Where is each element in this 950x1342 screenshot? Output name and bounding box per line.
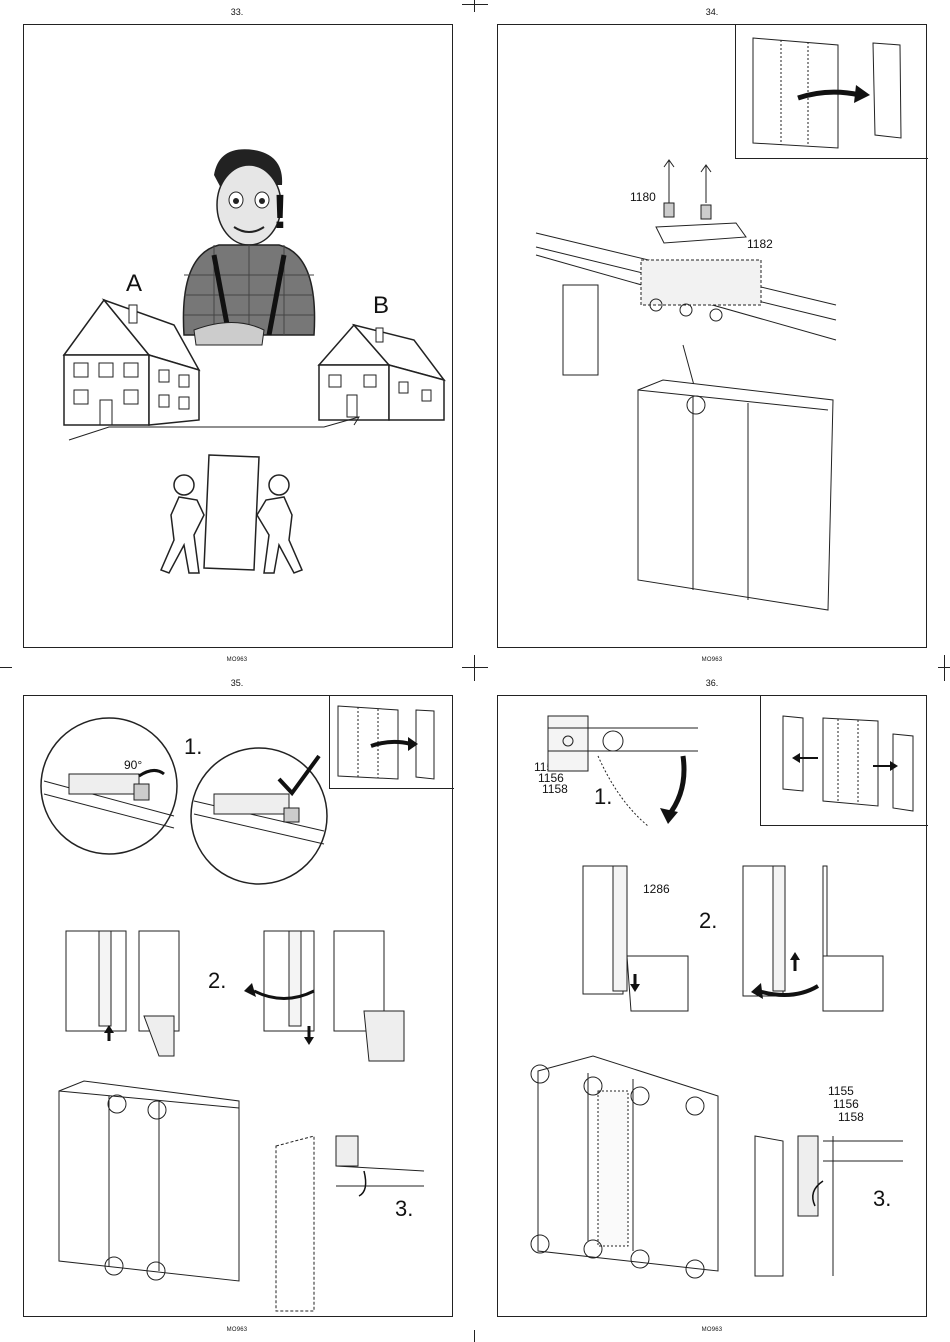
wardrobe-icon: [54, 1076, 244, 1286]
exclamation-mark: !: [272, 185, 288, 240]
detail-circle-1: [39, 716, 179, 856]
page-number-33: 33.: [207, 7, 267, 17]
person-carrying-icon: [159, 455, 304, 580]
crop-mark-center-v: [474, 655, 475, 681]
checkmark-icon: [274, 751, 324, 801]
part-label-1158-bottom: 1158: [838, 1110, 864, 1124]
wardrobe-icon: [628, 345, 843, 615]
crop-mark-left: [0, 667, 12, 668]
wardrobe-inset-icon: [336, 704, 446, 784]
arrow-icon: [64, 415, 364, 445]
page-34-code: MO963: [682, 657, 742, 663]
wardrobe-icon: [533, 1051, 723, 1276]
page-36-code: MO963: [682, 1327, 742, 1333]
page-number-36: 36.: [682, 678, 742, 688]
wardrobe-inset-icon: [748, 33, 918, 153]
page-36-panel: 1155 1156 1158 1. 1286 2. 1155 1156 1158…: [497, 695, 927, 1317]
door-lift-detail: [64, 931, 444, 1066]
page-number-34: 34.: [682, 7, 742, 17]
page-34-panel: 1180 1182: [497, 24, 927, 648]
part-label-1155-bottom: 1155: [828, 1084, 854, 1098]
page-number-35: 35.: [207, 678, 267, 688]
house-a-label: A: [126, 270, 142, 298]
part-label-1156-bottom: 1156: [833, 1097, 859, 1111]
page-33-code: MO963: [207, 657, 267, 663]
house-b-icon: [314, 320, 449, 430]
fitting-detail: [753, 1136, 913, 1276]
house-a-icon: [54, 295, 204, 435]
wardrobe-inset-icon: [768, 706, 923, 816]
house-b-label: B: [373, 292, 389, 320]
hook-lift-detail: [583, 866, 893, 1011]
rail-detail-icon: [536, 155, 836, 375]
crop-mark-bottom: [474, 1330, 475, 1342]
page-35-panel: 90° 1. 2. 3.: [23, 695, 453, 1317]
page-33-panel: ! A B: [23, 24, 453, 648]
hook-detail: [274, 1136, 424, 1311]
crop-mark-center-h: [462, 667, 488, 668]
page-35-code: MO963: [207, 1327, 267, 1333]
crop-mark-right-v: [944, 655, 945, 681]
angle-label: 90°: [124, 758, 142, 772]
roller-detail: [548, 716, 698, 841]
crop-mark-top-h: [462, 4, 488, 5]
crop-mark-top: [474, 0, 475, 12]
